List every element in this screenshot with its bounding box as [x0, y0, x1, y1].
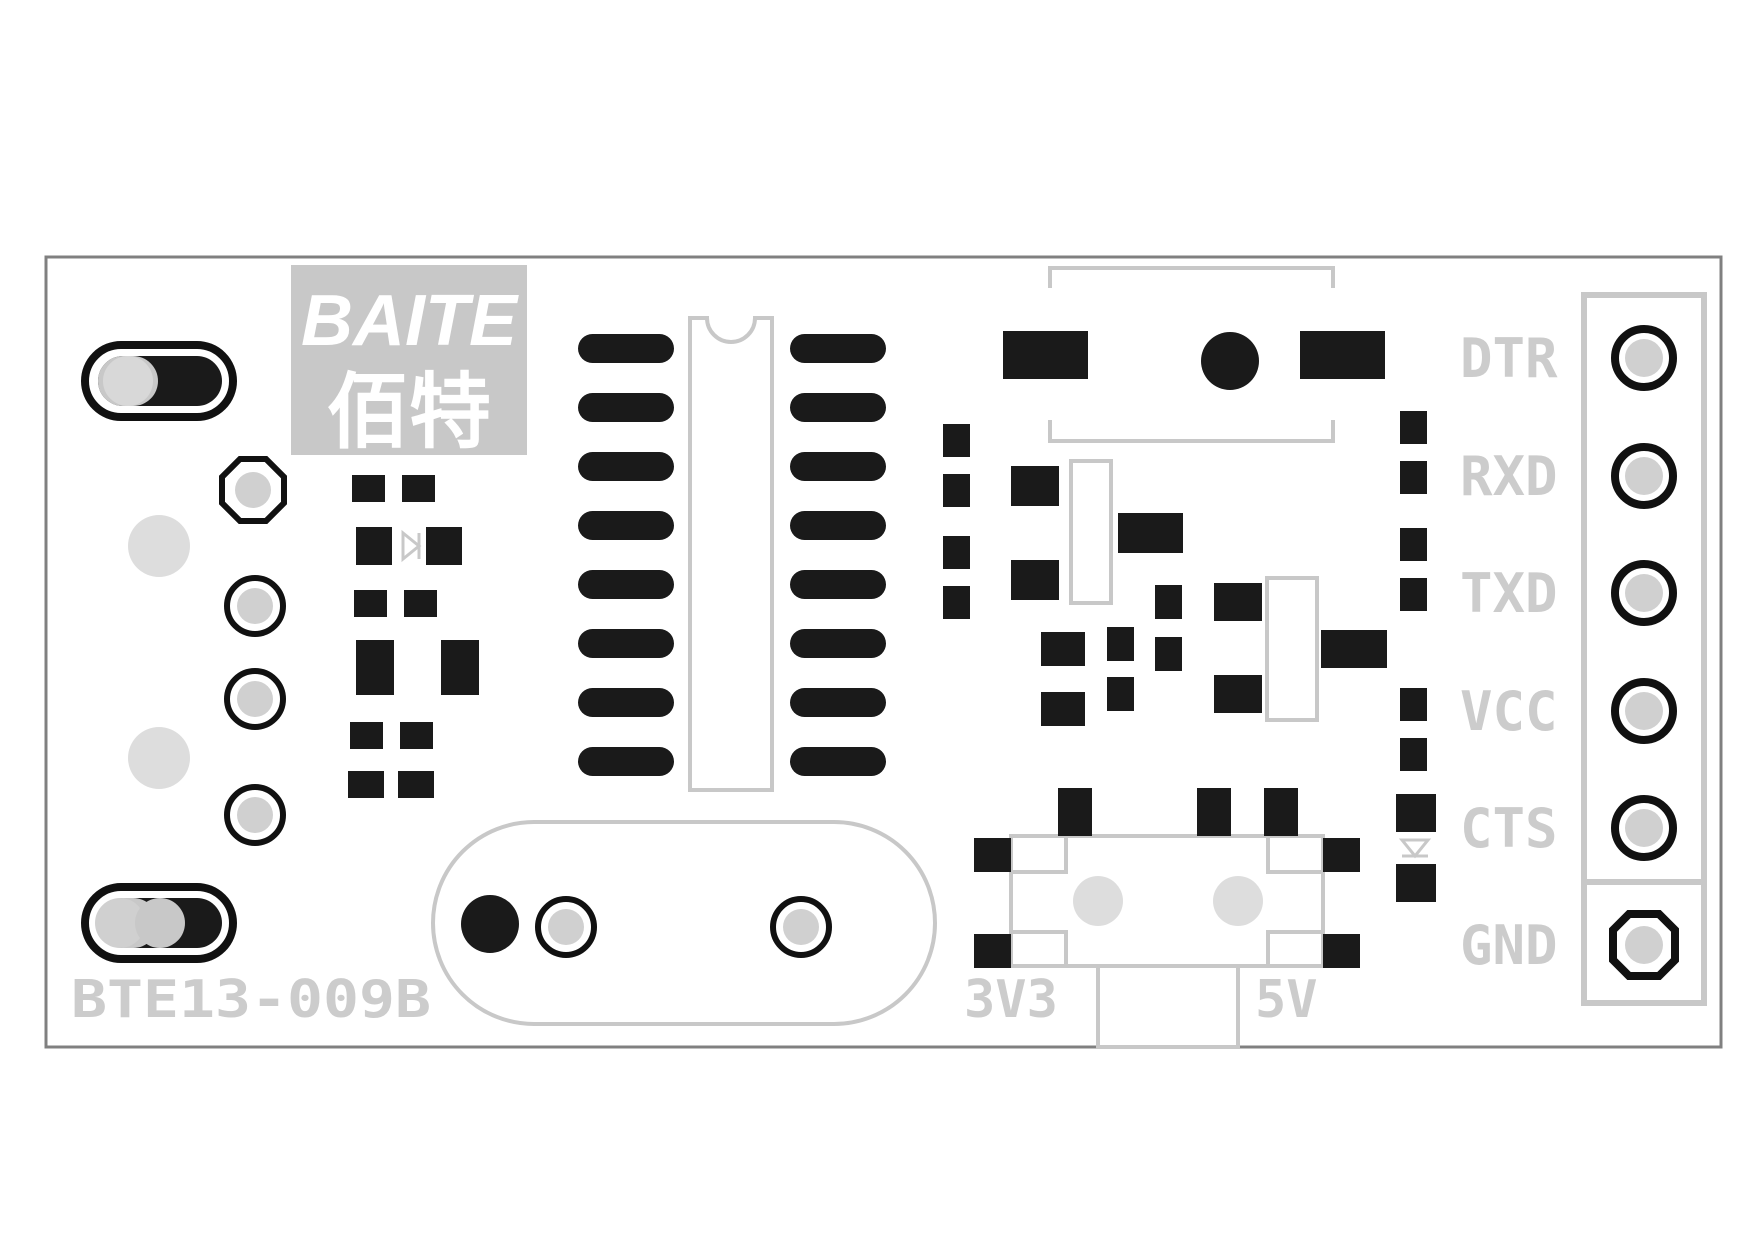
pin-label-txd: TXD: [1460, 562, 1558, 625]
pin-label-gnd: GND: [1460, 914, 1558, 977]
logo-latin-text: BAITE: [301, 281, 519, 361]
header-pin-cts: [1611, 795, 1677, 861]
pin-label-cts: CTS: [1460, 797, 1558, 860]
pin-label-dtr: DTR: [1460, 327, 1558, 390]
led-diode-icon: [401, 529, 422, 563]
power-led-diode-icon: [1398, 838, 1432, 859]
usb-pins: [219, 456, 287, 846]
voltage-label-5v: 5V: [1255, 970, 1318, 1030]
mounting-slot-top: [81, 341, 237, 421]
header-pin-vcc: [1611, 678, 1677, 744]
usb-mount-hole-top: [128, 515, 190, 577]
header-pin-rxd: [1611, 443, 1677, 509]
voltage-label-3v3: 3V3: [964, 970, 1058, 1030]
middle-smd-pads: [943, 411, 1436, 902]
resistor-outlines: [1069, 459, 1319, 722]
header-pins: [1609, 325, 1679, 980]
header-pin-labels: DTR RXD TXD VCC CTS GND: [1460, 327, 1558, 977]
voltage-select-switch[interactable]: [974, 788, 1360, 1049]
header-pin-txd: [1611, 560, 1677, 626]
board-model-label: BTE13-009B: [71, 970, 431, 1030]
header-pin-dtr: [1611, 325, 1677, 391]
pin-label-rxd: RXD: [1460, 445, 1558, 508]
crystal-oscillator: [431, 820, 937, 1026]
pin-header-outline: [1581, 292, 1707, 1006]
company-logo: BAITE 佰特: [291, 265, 527, 458]
logo-cjk-text: 佰特: [327, 367, 491, 458]
usb-mount-hole-bottom: [128, 727, 190, 789]
pin-label-vcc: VCC: [1460, 680, 1558, 743]
top-component: [1003, 266, 1385, 443]
header-pin-gnd: [1609, 910, 1679, 980]
soic16-chip: [578, 316, 886, 792]
mounting-slot-bottom: [81, 883, 237, 963]
left-smd-pads: [348, 475, 479, 798]
